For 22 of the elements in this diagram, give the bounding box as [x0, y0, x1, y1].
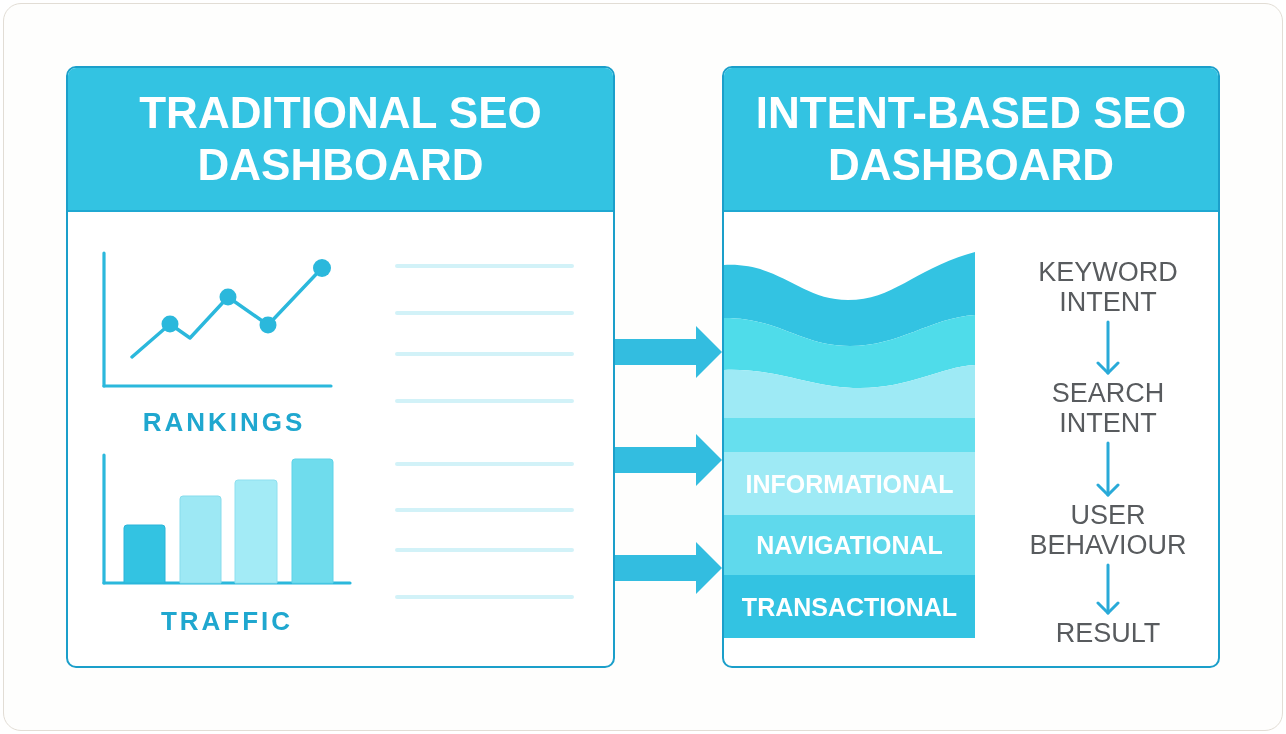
intent-band [724, 452, 975, 515]
dashboard-panel [66, 66, 615, 668]
arrow [1096, 441, 1120, 497]
step-label: USER BEHAVIOUR [1028, 500, 1188, 560]
band-label: INFORMATIONAL [745, 468, 954, 499]
band-label: NAVIGATIONAL [756, 530, 943, 560]
arrow [1096, 320, 1120, 375]
block-arrow [615, 542, 722, 594]
step-label: SEARCH INTENT [1051, 378, 1165, 438]
arrow [1096, 563, 1120, 615]
step-label: KEYWORD INTENT [1037, 257, 1179, 317]
dashboard-panel [722, 66, 1220, 668]
block-arrow [615, 434, 722, 486]
step-label: RESULT [1055, 618, 1161, 648]
intent-band [724, 515, 975, 575]
chart-caption: RANKINGS [142, 407, 306, 437]
block-arrow [615, 326, 722, 378]
band-label: TRANSACTIONAL [741, 591, 958, 622]
panel-title: TRADITIONAL SEO DASHBOARD [138, 87, 543, 191]
panel-title: INTENT-BASED SEO DASHBOARD [755, 87, 1187, 191]
intent-band [724, 575, 975, 638]
chart-caption: TRAFFIC [160, 606, 294, 636]
